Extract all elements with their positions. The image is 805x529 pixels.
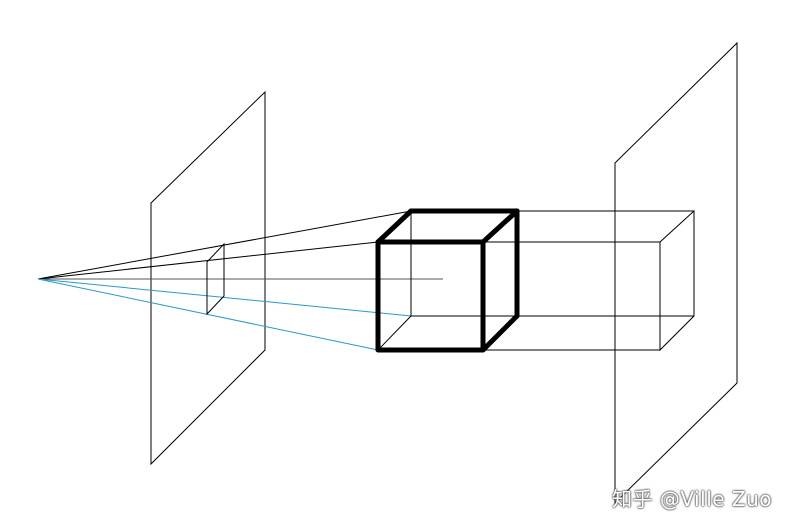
cube-edge: [375, 208, 414, 245]
projected-image-frame: [206, 242, 225, 316]
cube-hidden-edge: [377, 315, 412, 351]
cube-hidden-edges: [377, 211, 517, 351]
cube-extrusion-to-far-plane: [483, 209, 695, 352]
near-image-plane: [150, 90, 266, 466]
ray-bottom-front: [37, 278, 379, 351]
projected-image-on-near-plane: [206, 242, 225, 316]
far-image-plane: [614, 41, 738, 505]
cube-edge: [480, 313, 520, 353]
ray-bottom-back: [37, 278, 412, 317]
watermark-text: 知乎 @Ville Zuo: [612, 487, 773, 511]
cube-front-face: [375, 239, 486, 353]
cube-edge: [480, 208, 520, 245]
far-cube-outline: [659, 209, 695, 352]
cube-object: [375, 208, 520, 353]
